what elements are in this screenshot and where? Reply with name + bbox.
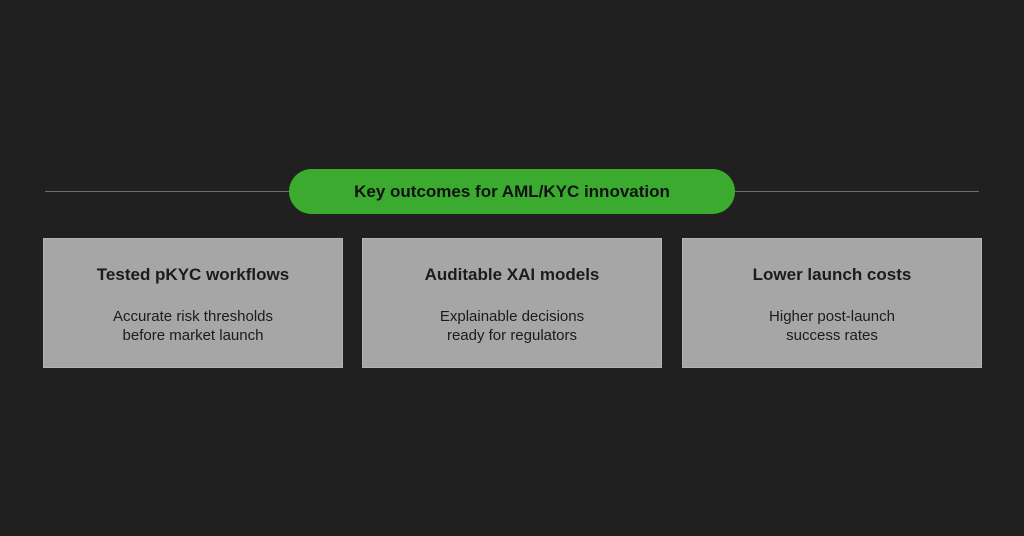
card-title: Tested pKYC workflows (96, 265, 290, 284)
outcome-card-pkyc-workflows: Tested pKYC workflows Accurate risk thre… (43, 238, 343, 368)
card-description-line: Accurate risk thresholds (112, 308, 274, 325)
outcome-card-launch-costs: Lower launch costs Higher post-launch su… (682, 238, 982, 368)
card-description-line: before market launch (122, 327, 264, 344)
card-title: Auditable XAI models (424, 265, 600, 284)
divider-line-right (734, 191, 979, 192)
card-description-line: Explainable decisions (439, 308, 585, 325)
card-description-line: success rates (786, 327, 878, 344)
card-description: Explainable decisions ready for regulato… (373, 307, 651, 345)
outcomes-banner: Key outcomes for AML/KYC innovation (289, 169, 735, 214)
card-description-line: Higher post-launch (769, 308, 895, 325)
card-description: Accurate risk thresholds before market l… (54, 307, 332, 345)
banner-title: Key outcomes for AML/KYC innovation (354, 181, 670, 201)
outcome-cards: Tested pKYC workflows Accurate risk thre… (43, 238, 982, 368)
card-title: Lower launch costs (752, 265, 912, 284)
card-description-line: ready for regulators (446, 327, 578, 344)
divider-line-left (45, 191, 291, 192)
card-description: Higher post-launch success rates (693, 307, 971, 345)
outcome-card-xai-models: Auditable XAI models Explainable decisio… (362, 238, 662, 368)
